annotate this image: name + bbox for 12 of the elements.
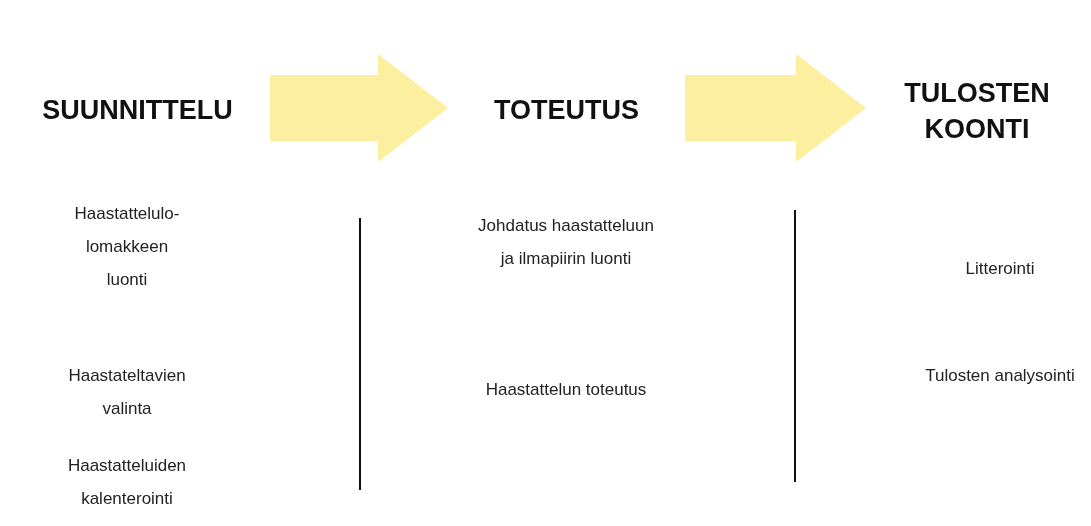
step-text: Haastattelulo- lomakkeen luonti — [73, 203, 181, 291]
step-text: Haastateltavien valinta — [67, 365, 187, 420]
block-arrow — [270, 54, 448, 162]
step-text: Tulosten analysointi — [925, 365, 1075, 387]
step-text: Haastatteluiden kalenterointi — [66, 455, 188, 510]
step-text: Johdatus haastatteluun ja ilmapiirin luonti — [477, 215, 655, 270]
stage-heading: TOTEUTUS — [494, 93, 639, 127]
stage-heading: TULOSTEN KOONTI — [903, 76, 1051, 146]
step-text: Haastattelun toteutus — [484, 379, 648, 401]
block-arrow — [685, 54, 866, 162]
stage-heading: SUUNNITTELU — [42, 93, 233, 127]
step-text: Litterointi — [964, 258, 1036, 280]
